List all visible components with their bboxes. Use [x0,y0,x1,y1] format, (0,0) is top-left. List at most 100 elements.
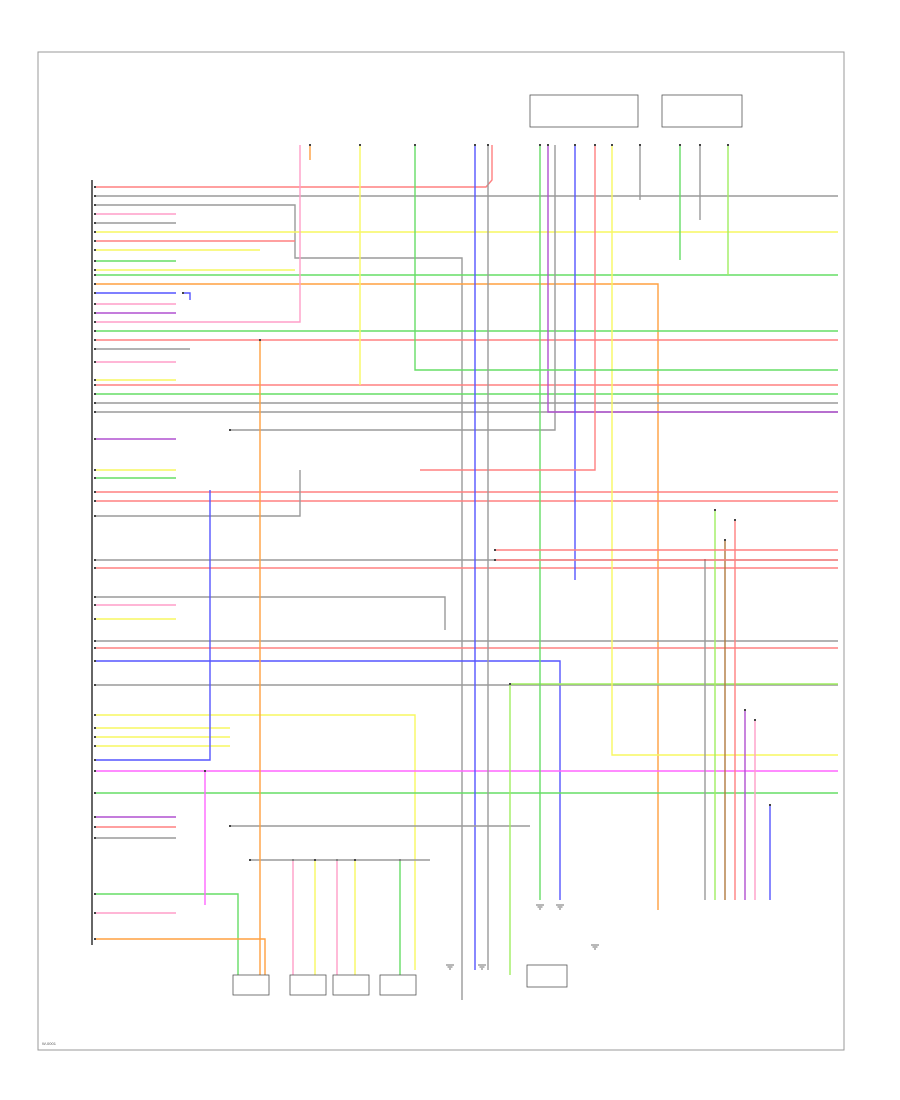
pin-marker [94,893,96,895]
pin-marker [94,714,96,716]
component-box-6 [529,94,639,128]
pin-marker [94,477,96,479]
pin-marker [94,816,96,818]
component-box-7 [661,94,743,128]
component-box-2 [232,974,270,996]
pin-marker [714,509,716,511]
pin-marker [94,736,96,738]
pin-marker [94,283,96,285]
pin-marker [94,249,96,251]
wire-46 [95,490,211,761]
pin-marker [94,604,96,606]
pin-marker [229,429,231,431]
pin-marker [354,859,356,861]
wire-52 [95,938,266,975]
ground-symbol [591,944,599,950]
pin-marker [94,402,96,404]
pin-marker [94,500,96,502]
pin-marker [94,204,96,206]
pin-marker [94,491,96,493]
pin-marker [94,222,96,224]
wire-40 [95,660,561,900]
pin-marker [509,683,511,685]
pin-marker [94,770,96,772]
wire-layer [94,144,838,1000]
pin-marker [494,559,496,561]
pin-marker [414,144,416,146]
pin-marker [204,770,206,772]
pin-marker [94,727,96,729]
wire-42 [95,714,416,970]
pin-marker [547,144,549,146]
pin-marker [94,660,96,662]
component-layer [232,94,743,996]
pin-marker [94,684,96,686]
pin-marker [182,292,184,294]
pin-marker [259,339,261,341]
pin-marker [309,144,311,146]
pin-marker [94,231,96,233]
pin-marker [594,144,596,146]
footer-code: W-0001 [42,1041,57,1046]
pin-marker [94,515,96,517]
pin-marker [94,379,96,381]
pin-marker [94,411,96,413]
pin-marker [94,384,96,386]
wire-3 [95,204,463,1000]
pin-marker [539,144,541,146]
ground-symbol [478,964,486,970]
pin-marker [94,618,96,620]
wire-56 [547,145,838,413]
wire-1 [95,145,493,188]
pin-marker [744,709,746,711]
wire-32 [95,470,301,517]
pin-marker [94,393,96,395]
wire-35 [95,596,446,630]
pin-marker [94,759,96,761]
pin-marker [94,303,96,305]
pin-marker [639,144,641,146]
pin-marker [94,213,96,215]
pin-marker [94,348,96,350]
pin-marker [94,312,96,314]
pin-marker [94,186,96,188]
pin-marker [94,361,96,363]
pin-marker [94,640,96,642]
wire-51 [95,893,239,975]
pin-marker [754,719,756,721]
pin-marker [94,195,96,197]
pin-marker [487,144,489,146]
pin-marker [94,260,96,262]
pin-marker [611,144,613,146]
pin-marker [314,859,316,861]
pin-marker [229,825,231,827]
ground-symbol [556,904,564,910]
pin-marker [94,837,96,839]
pin-marker [94,292,96,294]
wire-89 [183,292,191,300]
wire-60 [420,145,596,471]
pin-marker [94,274,96,276]
pin-marker [94,339,96,341]
pin-marker [94,567,96,569]
component-box-4 [332,974,370,996]
pin-marker [769,804,771,806]
pin-marker [249,859,251,861]
pin-marker [94,240,96,242]
pin-marker [94,469,96,471]
wire-61 [414,145,838,371]
pin-marker [94,938,96,940]
pin-marker [574,144,576,146]
pin-marker [94,826,96,828]
pin-marker [359,144,361,146]
pin-marker [734,519,736,521]
wire-59 [611,145,838,756]
pin-marker [494,549,496,551]
pin-marker [699,144,701,146]
diagram-frame [37,51,845,1051]
component-box-3 [289,974,327,996]
pin-marker [94,559,96,561]
pin-marker [94,438,96,440]
pin-marker [679,144,681,146]
